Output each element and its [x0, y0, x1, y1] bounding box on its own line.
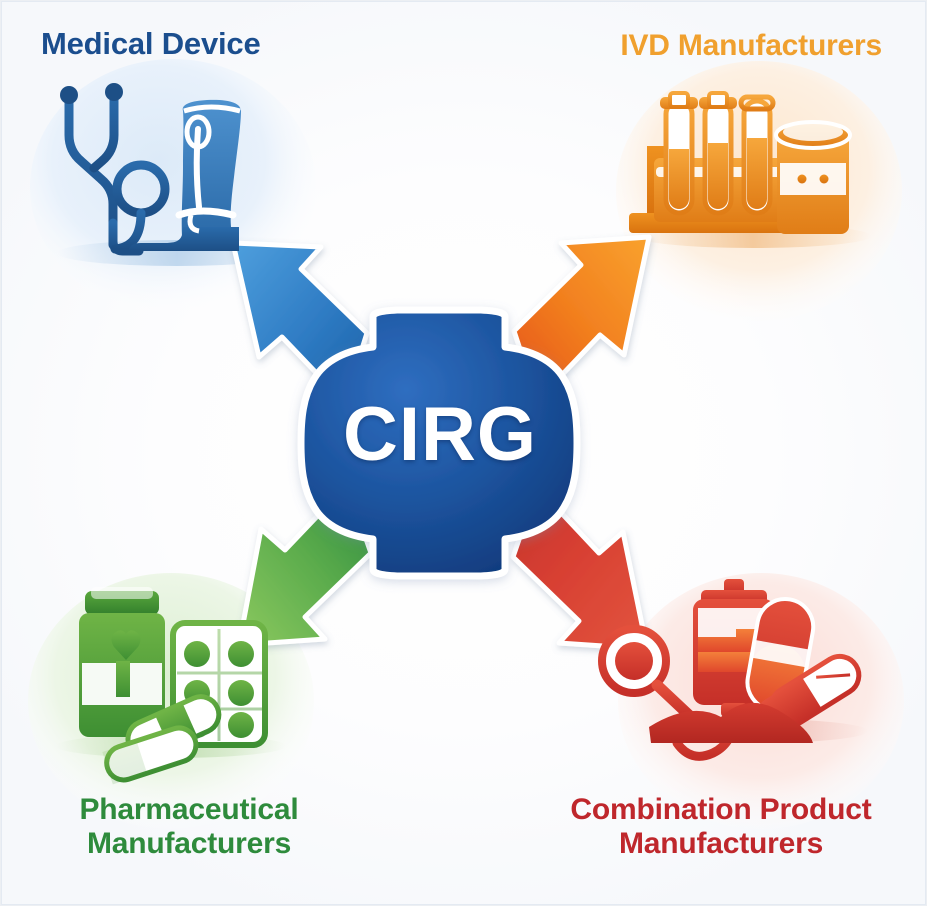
label-medical-device: Medical Device [41, 26, 261, 61]
pill-bottle [79, 587, 165, 737]
test-tubes [660, 91, 776, 216]
icon-combination-product [598, 579, 862, 761]
label-pharmaceutical-manufacturers: Pharmaceutical Manufacturers [79, 793, 299, 860]
center-hub-label: CIRG [343, 392, 537, 477]
center-hub [297, 306, 581, 580]
icon-medical-device [60, 83, 241, 256]
label-combination-product-manufacturers: Combination Product Manufacturers [570, 793, 872, 860]
magnifier [598, 625, 697, 723]
icon-pharmaceutical [79, 587, 268, 785]
label-ivd-manufacturers: IVD Manufacturers [620, 29, 882, 62]
specimen-jar [774, 120, 852, 234]
center-hub-shape [297, 306, 581, 580]
icon-ivd [629, 91, 852, 234]
capsules [102, 694, 222, 785]
